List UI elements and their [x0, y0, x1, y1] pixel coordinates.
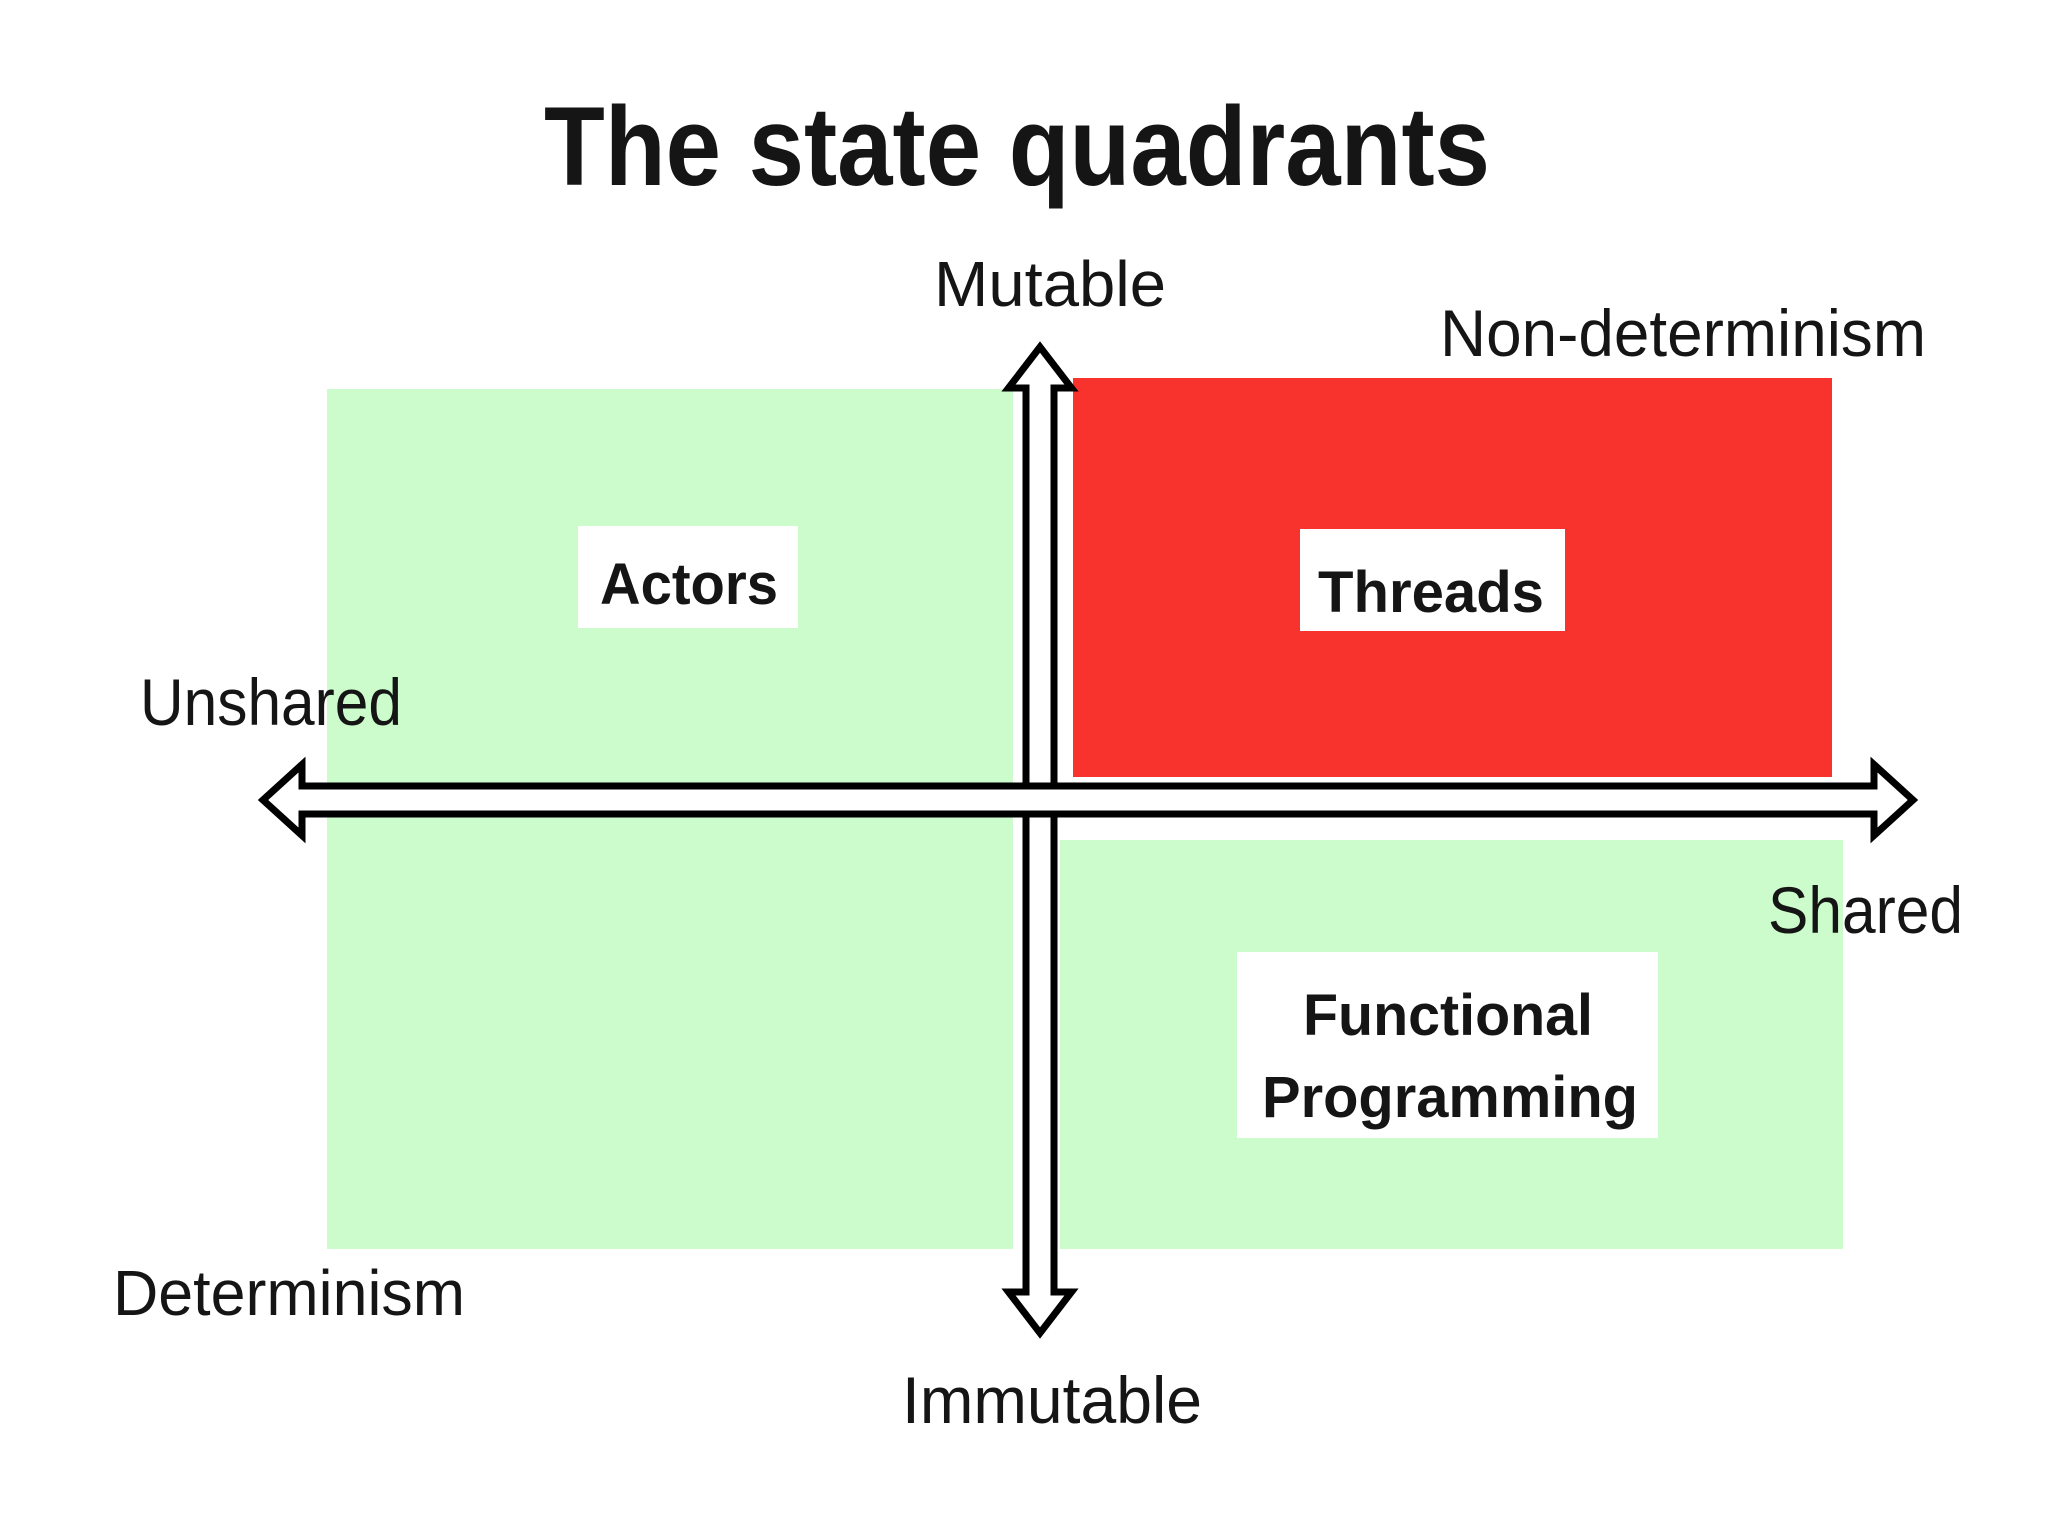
axis-label-shared: Shared — [1768, 873, 1963, 947]
left-green-region — [327, 389, 1013, 1249]
horizontal-axis-arrow — [257, 756, 1919, 844]
threads-label-box — [1300, 529, 1565, 631]
quadrant-label-actors: Actors — [600, 552, 778, 617]
vertical-axis-arrow — [1001, 341, 1079, 1339]
annotation-determinism: Determinism — [113, 1257, 465, 1329]
slide-title: The state quadrants — [544, 84, 1490, 209]
axis-label-unshared: Unshared — [140, 665, 402, 739]
axis-label-immutable: Immutable — [902, 1363, 1202, 1437]
functional-programming-label-box — [1237, 952, 1658, 1138]
quadrant-label-functional: Functional — [1303, 983, 1593, 1048]
axis-label-mutable: Mutable — [934, 248, 1166, 320]
quadrant-label-programming: Programming — [1262, 1065, 1638, 1130]
quadrant-label-threads: Threads — [1318, 560, 1544, 625]
actors-label-box — [578, 526, 798, 628]
annotation-non-determinism: Non-determinism — [1440, 296, 1926, 370]
